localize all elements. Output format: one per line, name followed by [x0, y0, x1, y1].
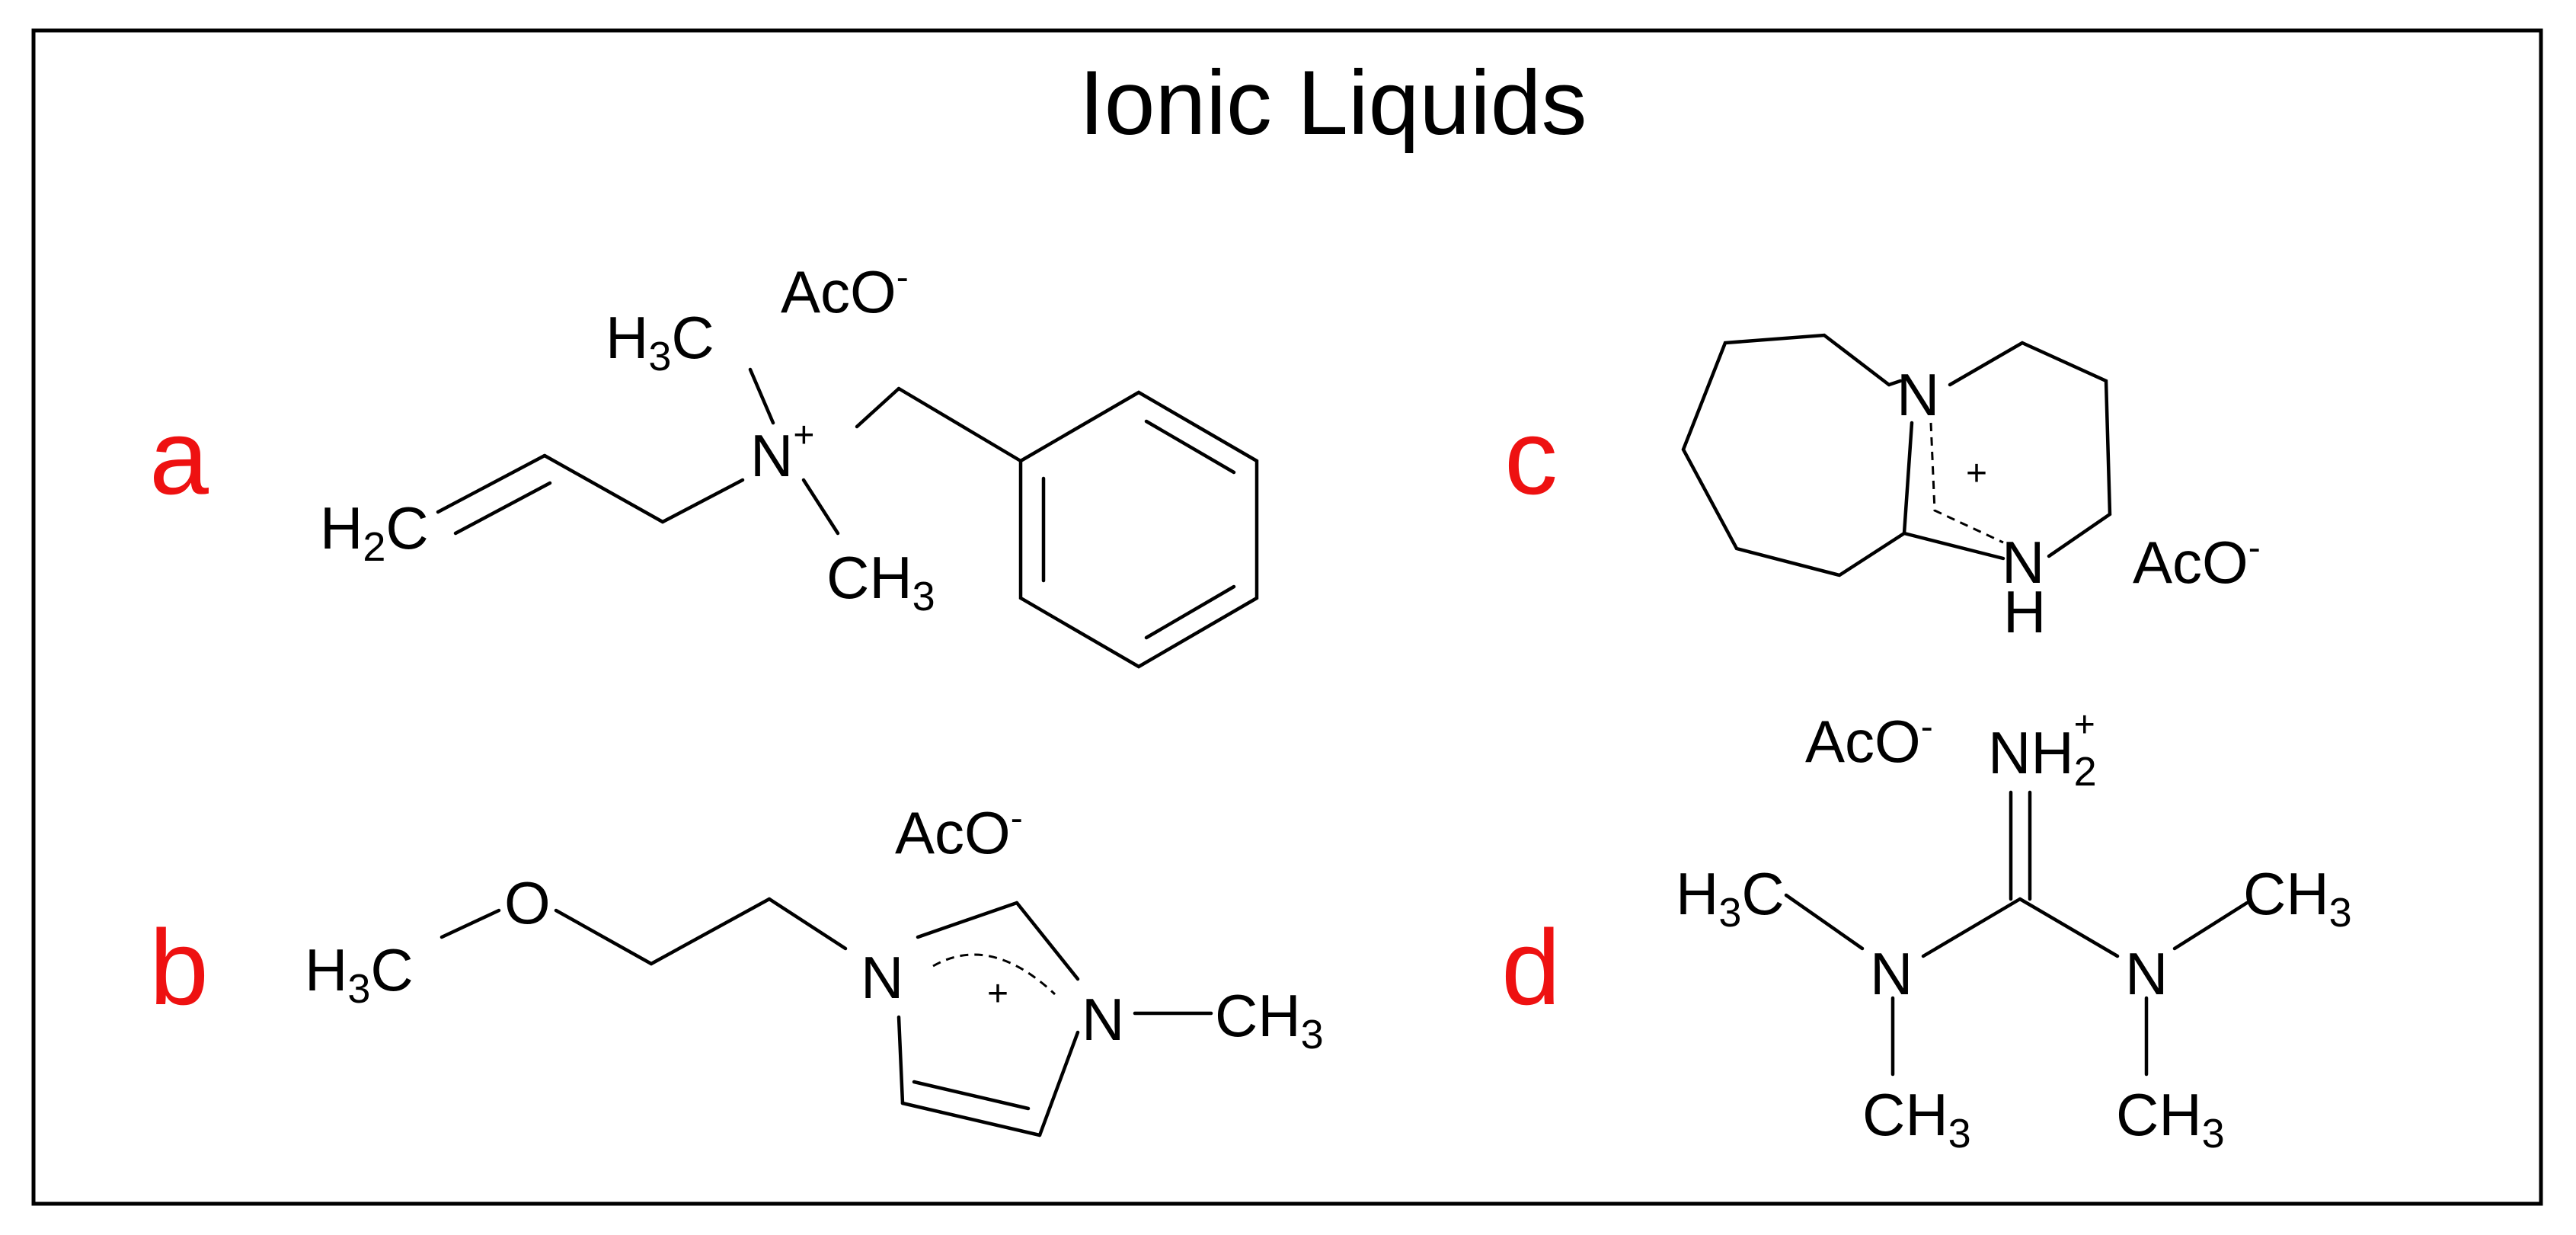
- molecule-b: + AcO- H3C O N N CH3: [305, 798, 1324, 1137]
- panel-label-c: c: [1504, 397, 1558, 517]
- d-imine: NH2+: [1988, 705, 2097, 795]
- c-n-bottom: N: [2002, 529, 2044, 596]
- d-n-right: N: [2125, 940, 2168, 1007]
- b-ring-charge: +: [987, 974, 1008, 1014]
- c-n-top: N: [1897, 361, 1939, 428]
- c-h-bottom: H: [2003, 578, 2046, 645]
- a-methyl-bottom: CH3: [826, 544, 935, 619]
- molecule-c: + N N H AcO-: [1681, 333, 2261, 645]
- figure-frame: [31, 28, 2543, 1206]
- b-methyl-right: CH3: [1215, 982, 1324, 1057]
- b-n1: N: [861, 944, 903, 1011]
- d-methyl-bottom-right: CH3: [2116, 1081, 2225, 1157]
- b-oxygen: O: [504, 869, 551, 936]
- d-methyl-right: CH3: [2243, 860, 2352, 936]
- b-n3: N: [1082, 986, 1124, 1053]
- a-anion: AcO-: [781, 258, 909, 325]
- b-methyl-left: H3C: [305, 936, 414, 1012]
- d-methyl-left: H3C: [1676, 860, 1785, 936]
- a-vinyl: H2C: [320, 494, 429, 570]
- panel-label-d: d: [1501, 907, 1561, 1027]
- figure-title: Ionic Liquids: [1079, 52, 1587, 154]
- d-n-left: N: [1870, 940, 1913, 1007]
- a-nitrogen: N+: [750, 415, 814, 489]
- a-methyl-top: H3C: [606, 304, 714, 379]
- molecule-a: AcO- H3C N+ H2C CH3: [320, 258, 1259, 669]
- b-anion: AcO-: [895, 798, 1023, 866]
- molecule-d: AcO- NH2+ H3C CH3 N N CH3 CH3: [1676, 705, 2352, 1157]
- d-methyl-bottom-left: CH3: [1862, 1081, 1971, 1157]
- c-anion: AcO-: [2133, 528, 2261, 596]
- c-ring-charge: +: [1966, 453, 1987, 494]
- panel-label-b: b: [149, 907, 209, 1027]
- d-anion: AcO-: [1805, 707, 1933, 775]
- panel-label-a: a: [149, 397, 209, 517]
